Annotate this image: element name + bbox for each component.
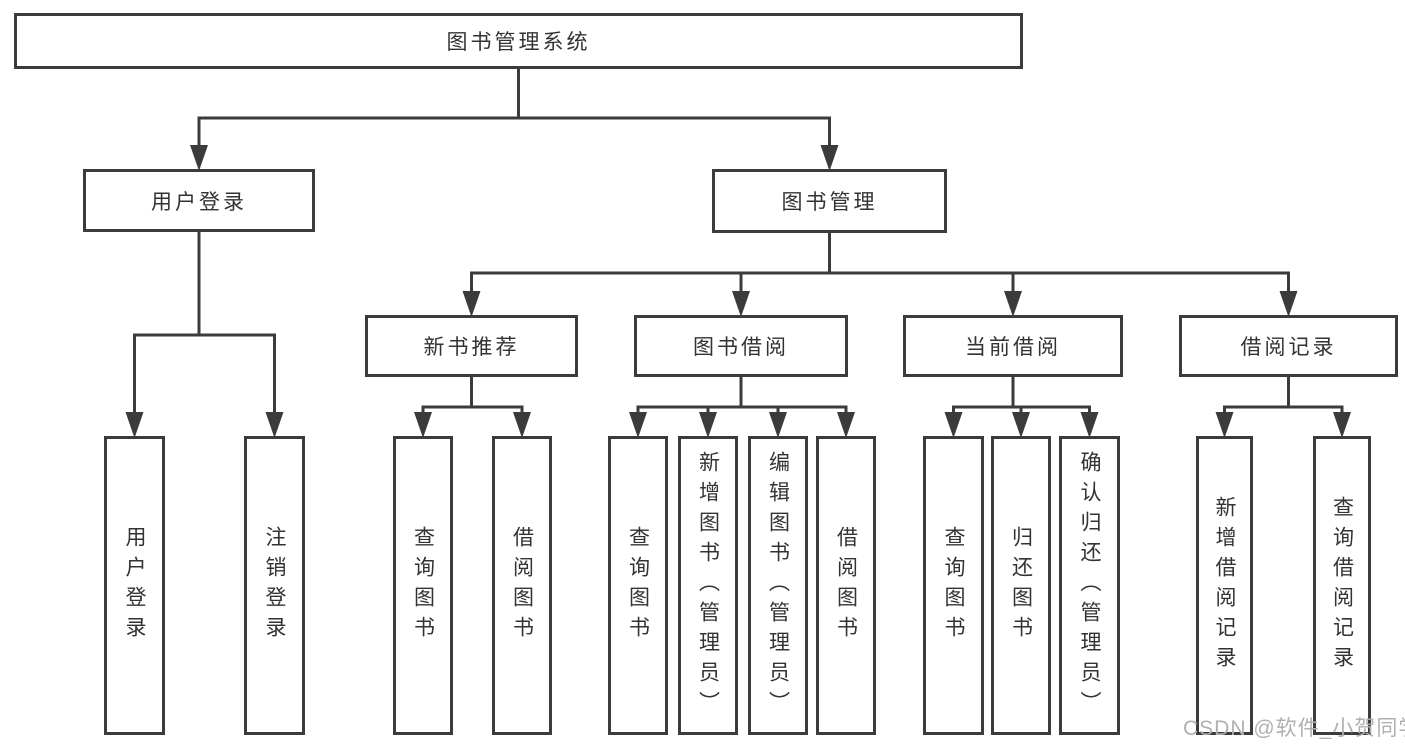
arrowhead-icon xyxy=(837,412,855,438)
node-record: 借阅记录 xyxy=(1179,315,1398,377)
arrowhead-icon xyxy=(265,412,284,438)
arrowhead-icon xyxy=(513,412,531,438)
node-root: 图书管理系统 xyxy=(14,13,1023,69)
connector-line xyxy=(197,69,831,155)
node-label: 图书借阅 xyxy=(693,336,789,359)
node-label: 借阅记录 xyxy=(1240,336,1337,359)
connector-line xyxy=(636,377,848,422)
arrowhead-icon xyxy=(944,412,963,438)
node-d2: 查询借阅记录 xyxy=(1313,436,1371,735)
node-n1: 查询图书 xyxy=(393,436,453,735)
arrowhead-icon xyxy=(462,291,481,317)
node-b3: 编辑图书（管理员） xyxy=(748,436,808,735)
arrowhead-icon xyxy=(1333,412,1351,438)
node-label: 查询借阅记录 xyxy=(1330,495,1354,676)
node-u1: 用户登录 xyxy=(104,436,165,735)
node-label: 用户登录 xyxy=(151,190,247,214)
node-label: 归还图书 xyxy=(1009,525,1033,646)
node-b1: 查询图书 xyxy=(608,436,668,735)
arrowhead-icon xyxy=(1215,412,1234,438)
node-label: 当前借阅 xyxy=(965,336,1061,359)
arrowhead-icon xyxy=(1012,412,1030,438)
node-label: 用户登录 xyxy=(123,525,146,646)
node-label: 查询图书 xyxy=(411,525,435,646)
arrowhead-icon xyxy=(1004,291,1022,317)
node-label: 图书管理 xyxy=(781,191,878,214)
arrowhead-icon xyxy=(769,412,787,438)
node-label: 确认归还（管理员） xyxy=(1078,450,1101,721)
node-label: 新增图书（管理员） xyxy=(696,450,720,721)
arrowhead-icon xyxy=(820,145,839,171)
node-label: 查询图书 xyxy=(942,525,965,646)
node-label: 新增借阅记录 xyxy=(1213,495,1236,676)
node-d1: 新增借阅记录 xyxy=(1196,436,1253,735)
arrowhead-icon xyxy=(629,412,647,438)
arrowhead-icon xyxy=(414,412,432,438)
node-label: 借阅图书 xyxy=(510,525,534,646)
node-mgmt: 图书管理 xyxy=(712,169,947,233)
watermark-text: CSDN @软件_小贺同学 xyxy=(1183,717,1405,740)
node-borrow: 图书借阅 xyxy=(634,315,848,377)
node-c1: 查询图书 xyxy=(923,436,984,735)
node-u2: 注销登录 xyxy=(244,436,305,735)
node-label: 图书管理系统 xyxy=(446,31,591,54)
arrowhead-icon xyxy=(699,412,717,438)
node-login: 用户登录 xyxy=(83,169,315,232)
node-b2: 新增图书（管理员） xyxy=(678,436,738,735)
node-c2: 归还图书 xyxy=(991,436,1051,735)
connector-line xyxy=(421,377,524,422)
node-newbook: 新书推荐 xyxy=(365,315,578,377)
arrowhead-icon xyxy=(190,145,208,171)
node-label: 编辑图书（管理员） xyxy=(766,450,790,721)
connector-line xyxy=(133,232,276,422)
arrowhead-icon xyxy=(732,291,750,317)
node-current: 当前借阅 xyxy=(903,315,1123,377)
node-b4: 借阅图书 xyxy=(816,436,876,735)
connector-line xyxy=(1223,377,1344,422)
node-c3: 确认归还（管理员） xyxy=(1059,436,1120,735)
node-label: 借阅图书 xyxy=(834,525,858,646)
arrowhead-icon xyxy=(125,412,144,438)
node-label: 注销登录 xyxy=(263,525,286,646)
arrowhead-icon xyxy=(1080,412,1099,438)
arrowhead-icon xyxy=(1279,291,1298,317)
node-n2: 借阅图书 xyxy=(492,436,552,735)
node-label: 查询图书 xyxy=(626,525,650,646)
node-label: 新书推荐 xyxy=(423,336,520,359)
connector-line xyxy=(470,233,1290,301)
